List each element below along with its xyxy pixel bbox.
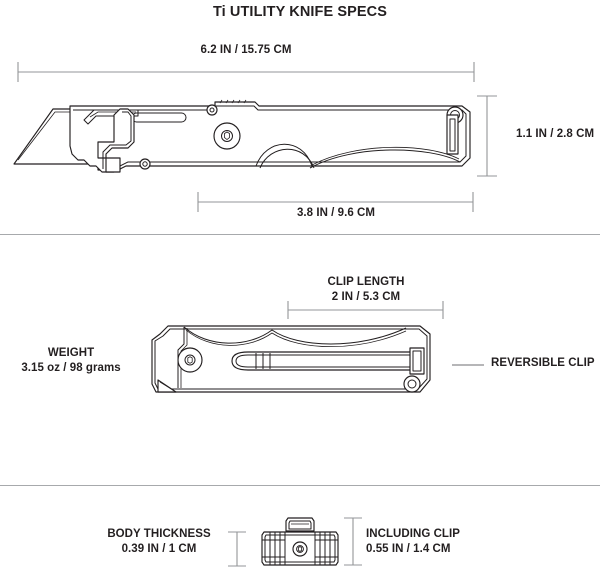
clip-length-value: 2 IN / 5.3 CM (331, 291, 401, 303)
section-divider-2 (0, 485, 600, 486)
height-dimension-line (477, 95, 497, 177)
body-thickness-callout: BODY THICKNESS 0.39 IN / 1 CM (104, 527, 214, 557)
reversible-clip-callout: REVERSIBLE CLIP (491, 357, 595, 369)
weight-value: 3.15 oz / 98 grams (21, 362, 121, 374)
body-thickness-value: 0.39 IN / 1 CM (121, 543, 197, 555)
overall-length-dimension-line (17, 62, 475, 82)
handle-length-label: 3.8 IN / 9.6 CM (296, 207, 376, 219)
knife-closed-side-view-drawing (151, 325, 431, 393)
knife-cross-section-drawing (261, 517, 339, 566)
including-clip-title: INCLUDING CLIP (366, 528, 460, 540)
including-clip-callout: INCLUDING CLIP 0.55 IN / 1.4 CM (366, 527, 486, 557)
reversible-clip-leader-line (452, 364, 484, 366)
page-title: Ti UTILITY KNIFE SPECS (212, 4, 388, 20)
section-divider-1 (0, 234, 600, 235)
overall-length-label: 6.2 IN / 15.75 CM (200, 44, 292, 56)
body-thickness-dimension-line (228, 531, 246, 567)
weight-callout: WEIGHT 3.15 oz / 98 grams (0, 346, 142, 376)
clip-length-dimension-line (287, 301, 444, 319)
including-clip-dimension-line (344, 517, 362, 566)
including-clip-value: 0.55 IN / 1.4 CM (366, 543, 451, 555)
height-label: 1.1 IN / 2.8 CM (516, 128, 595, 140)
clip-length-title: CLIP LENGTH (327, 276, 405, 288)
weight-title: WEIGHT (47, 347, 95, 359)
body-thickness-title: BODY THICKNESS (107, 528, 211, 540)
handle-length-dimension-line (197, 192, 474, 212)
knife-open-side-view-drawing (13, 99, 471, 173)
